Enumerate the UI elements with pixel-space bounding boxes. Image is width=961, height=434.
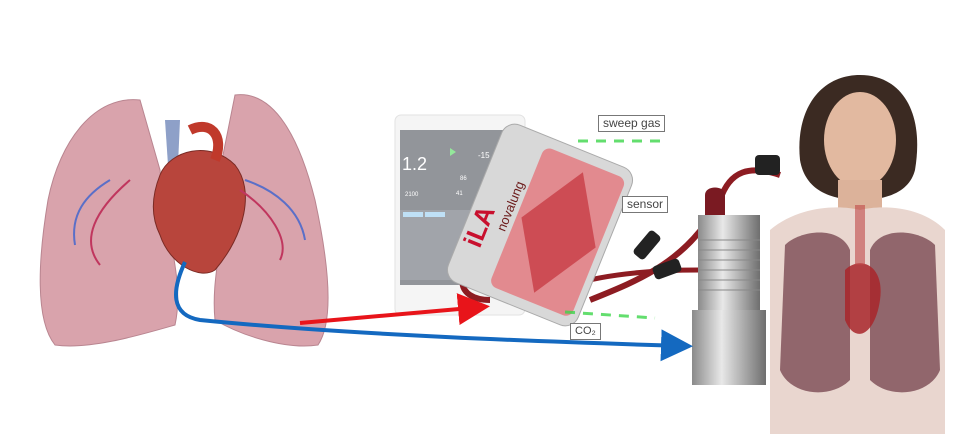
patient-figure (770, 75, 945, 434)
label-sweep-gas: sweep gas (598, 115, 666, 132)
arterial-flow-arrow (299, 293, 490, 326)
heart (152, 150, 246, 274)
monitor-value-neg: -15 (478, 151, 490, 160)
trachea (165, 120, 180, 165)
label-co2: CO₂ (570, 323, 601, 340)
blood-pump-canister (692, 155, 780, 385)
label-sensor: sensor (622, 196, 669, 213)
lungs-heart-illustration (39, 94, 329, 347)
monitor-value-main: 1.2 (402, 154, 427, 174)
monitor-value-41: 41 (456, 191, 463, 197)
co2-flow (564, 310, 656, 320)
sensor-clip (633, 230, 661, 260)
venous-flow-arrow (174, 261, 693, 362)
left-lung (39, 99, 179, 347)
monitor-value-2100: 2100 (405, 192, 419, 198)
ila-device: iLA novalung (446, 123, 634, 327)
monitor-value-86: 86 (460, 176, 467, 182)
